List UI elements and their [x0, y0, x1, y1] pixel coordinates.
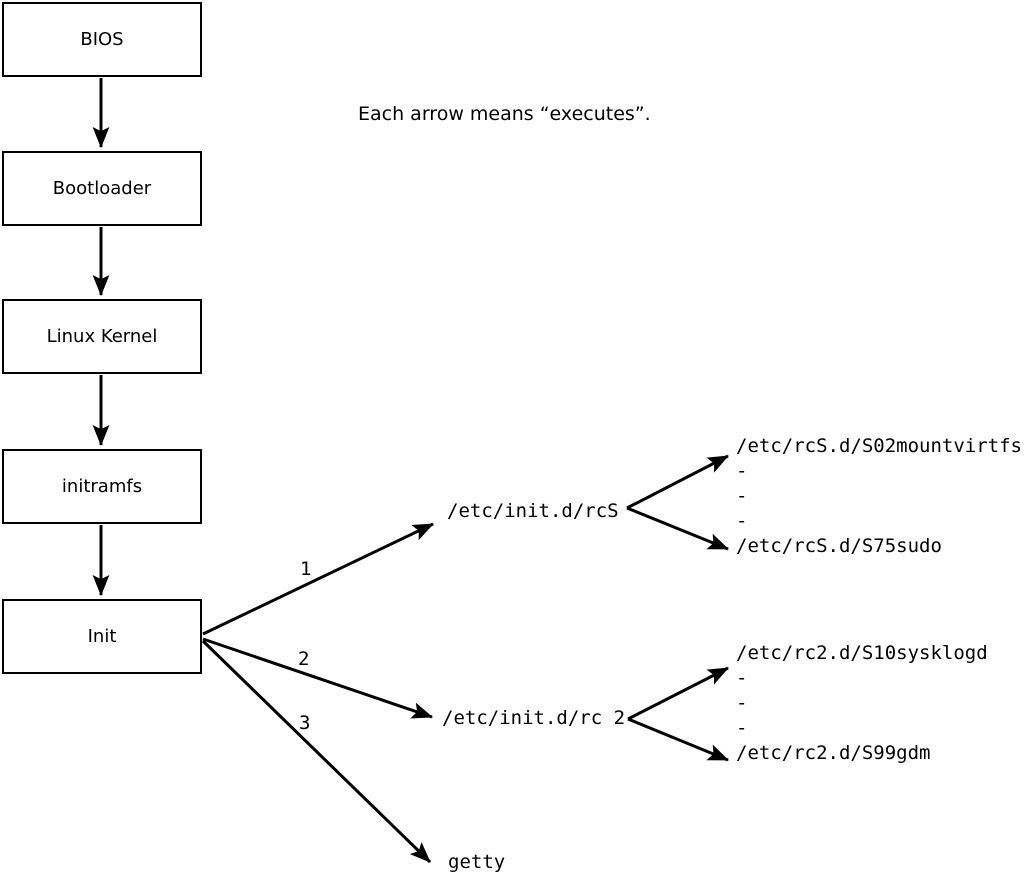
arrow-rcS-to-first-script [626, 454, 729, 510]
node-linux-kernel: Linux Kernel [2, 299, 202, 374]
rc2-script-list: /etc/rc2.d/S10sysklogd - - - /etc/rc2.d/… [736, 641, 988, 766]
arrow-init-to-rc2 [202, 637, 433, 719]
target-init-d-rcS: /etc/init.d/rcS [447, 500, 619, 522]
arrow-rcS-to-last-script [626, 506, 729, 551]
rcS-script-item: /etc/rcS.d/S75sudo [736, 535, 942, 557]
node-init-label: Init [87, 626, 117, 647]
legend-note: Each arrow means “executes”. [358, 103, 651, 125]
rcS-script-ellipsis: - [736, 510, 748, 532]
rcS-script-ellipsis: - [736, 460, 748, 482]
rc2-script-ellipsis: - [736, 667, 748, 689]
rcS-script-ellipsis: - [736, 485, 748, 507]
rc2-script-item: /etc/rc2.d/S99gdm [736, 742, 931, 764]
node-bootloader: Bootloader [2, 151, 202, 226]
node-bios-label: BIOS [80, 29, 124, 50]
arrow-init-to-getty [201, 639, 432, 864]
branch-2-number: 2 [298, 648, 310, 670]
arrow-rc2-to-first-script [627, 666, 729, 721]
rcS-script-list: /etc/rcS.d/S02mountvirtfs - - - /etc/rcS… [736, 434, 1022, 559]
node-bootloader-label: Bootloader [52, 178, 152, 199]
arrow-rc2-to-last-script [627, 717, 729, 762]
target-getty: getty [448, 851, 506, 873]
rcS-script-item: /etc/rcS.d/S02mountvirtfs [736, 435, 1022, 457]
branch-3-number: 3 [299, 712, 311, 734]
rc2-script-item: /etc/rc2.d/S10sysklogd [736, 642, 988, 664]
arrow-init-to-rcS [202, 522, 434, 636]
node-initramfs: initramfs [2, 449, 202, 524]
rc2-script-ellipsis: - [736, 692, 748, 714]
branch-1-number: 1 [300, 558, 312, 580]
node-bios: BIOS [2, 2, 202, 77]
node-linux-kernel-label: Linux Kernel [46, 326, 158, 347]
target-init-d-rc2: /etc/init.d/rc 2 [442, 707, 626, 729]
node-initramfs-label: initramfs [61, 476, 143, 497]
node-init: Init [2, 599, 202, 674]
rc2-script-ellipsis: - [736, 717, 748, 739]
